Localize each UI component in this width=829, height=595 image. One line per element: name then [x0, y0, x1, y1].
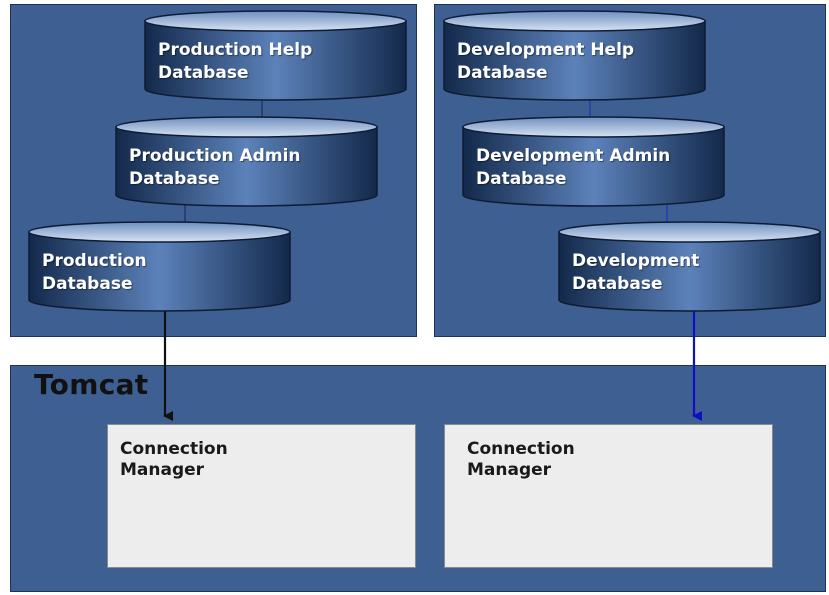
development-help-database: Development Help Database [443, 10, 706, 101]
connection-manager-right: Connection Manager [444, 424, 773, 568]
tomcat-title: Tomcat [34, 368, 149, 401]
development-database: Development Database [558, 221, 821, 312]
development-admin-database: Development Admin Database [462, 116, 725, 207]
connection-manager-right-label: Connection Manager [467, 439, 575, 480]
production-database: Production Database [28, 221, 291, 312]
cylinder-shape [115, 116, 378, 207]
cylinder-shape [443, 10, 706, 101]
production-database-label: Production Database [42, 251, 147, 294]
production-admin-database-label: Production Admin Database [129, 146, 301, 189]
cylinder-shape [462, 116, 725, 207]
production-help-database-label: Production Help Database [158, 40, 313, 83]
cylinder-shape [558, 221, 821, 312]
cylinder-shape [28, 221, 291, 312]
development-database-label: Development Database [572, 251, 700, 294]
connection-manager-left: Connection Manager [107, 424, 416, 568]
production-admin-database: Production Admin Database [115, 116, 378, 207]
cylinder-shape [144, 10, 407, 101]
development-admin-database-label: Development Admin Database [476, 146, 671, 189]
connection-manager-left-label: Connection Manager [120, 439, 228, 480]
development-help-database-label: Development Help Database [457, 40, 635, 83]
production-help-database: Production Help Database [144, 10, 407, 101]
